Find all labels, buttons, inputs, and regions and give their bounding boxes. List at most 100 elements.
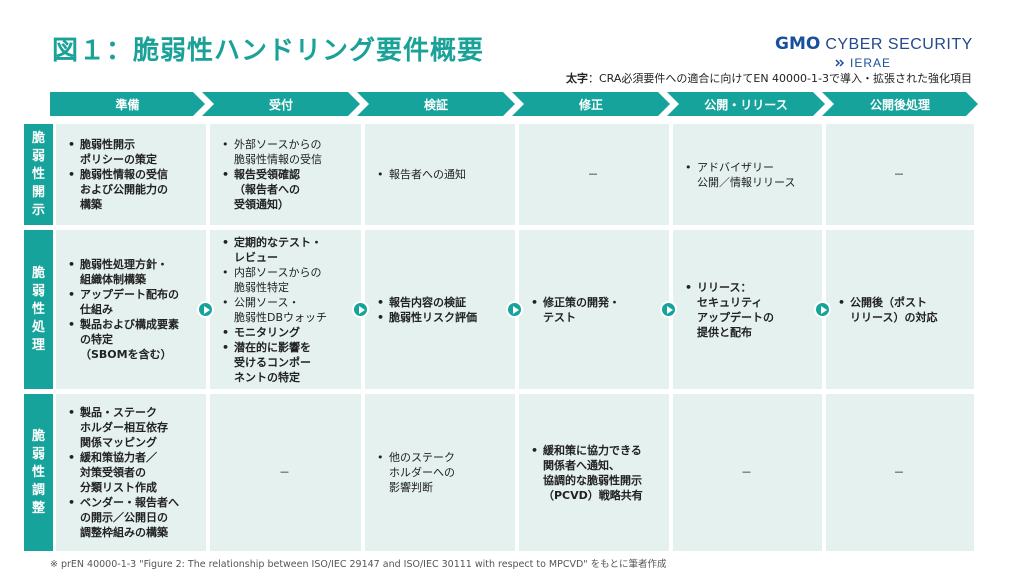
cell-handling-2: 報告内容の検証脆弱性リスク評価: [365, 230, 515, 389]
empty-dash: －: [279, 466, 290, 479]
requirement-item: 潜在的に影響を 受けるコンポー ネントの特定: [220, 340, 355, 385]
requirement-list: 修正策の開発・ テスト: [529, 295, 663, 325]
cell-coordination-0: 製品・ステーク ホルダー相互依存 関係マッピング緩和策協力者／ 対策受領者の 分…: [56, 394, 206, 551]
requirement-item: 公開後（ポスト リリース）の対応: [836, 295, 968, 325]
row-label-handling: 脆弱性処理: [24, 230, 53, 389]
phase-verify: 検証: [357, 92, 515, 116]
requirement-list: リリース： セキュリティ アップデートの 提供と配布: [683, 280, 816, 340]
flow-arrow-icon: [506, 301, 523, 318]
row-label-char: 性: [31, 301, 45, 317]
phase-fix: 修正: [512, 92, 670, 116]
requirement-item: 脆弱性処理方針・ 組織体制構築: [66, 257, 200, 287]
legend-bold-label: 太字: [565, 72, 588, 85]
row-label-char: 開: [31, 184, 45, 200]
requirement-item: リリース： セキュリティ アップデートの 提供と配布: [683, 280, 816, 340]
logo-name: CYBER SECURITY: [825, 36, 973, 53]
row-label-char: 性: [31, 166, 45, 182]
row-label-char: 弱: [31, 446, 45, 462]
row-label-char: 処: [31, 319, 45, 335]
requirement-item: 外部ソースからの 脆弱性情報の受信: [220, 137, 355, 167]
cell-disclosure-3: －: [519, 124, 669, 225]
cell-coordination-1: －: [210, 394, 361, 551]
flow-arrow-icon: [660, 301, 677, 318]
requirement-item: 報告者への通知: [375, 167, 509, 182]
requirement-item: 内部ソースからの 脆弱性特定: [220, 265, 355, 295]
row-label-disclosure: 脆弱性開示: [24, 124, 53, 225]
cell-handling-4: リリース： セキュリティ アップデートの 提供と配布: [673, 230, 822, 389]
cell-handling-0: 脆弱性処理方針・ 組織体制構築アップデート配布の 仕組み製品および構成要素 の特…: [56, 230, 206, 389]
cell-disclosure-4: アドバイザリー 公開／情報リリース: [673, 124, 822, 225]
logo-brand: GMO: [775, 34, 821, 54]
requirement-item: ベンダー・報告者へ の開示／公開日の 調整枠組みの構築: [66, 495, 200, 540]
row-label-char: 脆: [31, 130, 45, 146]
phase-release: 公開・リリース: [667, 92, 825, 116]
requirement-item: アドバイザリー 公開／情報リリース: [683, 160, 816, 190]
cell-disclosure-0: 脆弱性開示 ポリシーの策定脆弱性情報の受信 および公開能力の 構築: [56, 124, 206, 225]
requirement-item: 脆弱性情報の受信 および公開能力の 構築: [66, 167, 200, 212]
requirement-item: 製品および構成要素 の特定 （SBOMを含む）: [66, 317, 200, 362]
requirement-item: 報告内容の検証: [375, 295, 509, 310]
legend-text: ：CRA必須要件への適合に向けてEN 40000-1-3で導入・拡張された強化項…: [587, 72, 972, 85]
requirement-list: 報告内容の検証脆弱性リスク評価: [375, 295, 509, 325]
requirement-list: 緩和策に協力できる 関係者へ通知、 協調的な脆弱性開示 （PCVD）戦略共有: [529, 443, 663, 503]
row-label-coordination: 脆弱性調整: [24, 394, 53, 551]
logo-sub: IERAE: [850, 56, 892, 70]
empty-dash: －: [893, 466, 905, 479]
requirement-item: アップデート配布の 仕組み: [66, 287, 200, 317]
row-label-char: 脆: [31, 265, 45, 281]
cell-coordination-5: －: [826, 394, 974, 551]
flow-arrow-icon: [352, 301, 369, 318]
requirement-list: 脆弱性処理方針・ 組織体制構築アップデート配布の 仕組み製品および構成要素 の特…: [66, 257, 200, 362]
requirement-item: 脆弱性リスク評価: [375, 310, 509, 325]
cell-disclosure-5: －: [826, 124, 974, 225]
cell-handling-1: 定期的なテスト・ レビュー内部ソースからの 脆弱性特定公開ソース・ 脆弱性DBウ…: [210, 230, 361, 389]
empty-dash: －: [741, 466, 752, 479]
phase-prepare: 準備: [50, 92, 205, 116]
requirement-list: アドバイザリー 公開／情報リリース: [683, 160, 816, 190]
requirement-item: 緩和策協力者／ 対策受領者の 分類リスト作成: [66, 450, 200, 495]
row-label-char: 弱: [31, 283, 45, 299]
phase-header-row: 準備 受付 検証 修正 公開・リリース 公開後処理: [50, 92, 978, 116]
footnote: ※ prEN 40000-1-3 "Figure 2: The relation…: [50, 559, 667, 570]
requirement-list: 外部ソースからの 脆弱性情報の受信報告受領確認 （報告者への 受領通知）: [220, 137, 355, 212]
row-label-char: 脆: [31, 428, 45, 444]
cell-coordination-3: 緩和策に協力できる 関係者へ通知、 協調的な脆弱性開示 （PCVD）戦略共有: [519, 394, 669, 551]
flow-arrow-icon: [197, 301, 214, 318]
requirement-list: 他のステーク ホルダーへの 影響判断: [375, 450, 509, 495]
flow-arrow-icon: [814, 301, 831, 318]
cell-coordination-2: 他のステーク ホルダーへの 影響判断: [365, 394, 515, 551]
cell-coordination-4: －: [673, 394, 822, 551]
phase-receive: 受付: [202, 92, 360, 116]
row-label-char: 示: [31, 202, 45, 218]
requirement-item: 公開ソース・ 脆弱性DBウォッチ: [220, 295, 355, 325]
row-label-char: 調: [31, 482, 45, 498]
requirement-list: 公開後（ポスト リリース）の対応: [836, 295, 968, 325]
requirement-list: 脆弱性開示 ポリシーの策定脆弱性情報の受信 および公開能力の 構築: [66, 137, 200, 212]
phase-post-release: 公開後処理: [822, 92, 978, 116]
requirement-item: 修正策の開発・ テスト: [529, 295, 663, 325]
requirement-list: 製品・ステーク ホルダー相互依存 関係マッピング緩和策協力者／ 対策受領者の 分…: [66, 405, 200, 540]
row-label-char: 弱: [31, 148, 45, 164]
logo-mark-icon: [835, 59, 845, 67]
requirement-list: 定期的なテスト・ レビュー内部ソースからの 脆弱性特定公開ソース・ 脆弱性DBウ…: [220, 235, 355, 385]
cell-handling-5: 公開後（ポスト リリース）の対応: [826, 230, 974, 389]
row-label-char: 整: [31, 500, 45, 516]
requirement-item: 定期的なテスト・ レビュー: [220, 235, 355, 265]
requirement-item: モニタリング: [220, 325, 355, 340]
requirement-item: 製品・ステーク ホルダー相互依存 関係マッピング: [66, 405, 200, 450]
row-label-char: 理: [31, 337, 45, 353]
requirement-list: 報告者への通知: [375, 167, 509, 182]
legend-note: 太字：CRA必須要件への適合に向けてEN 40000-1-3で導入・拡張された強…: [566, 70, 972, 86]
page-title: 図１：脆弱性ハンドリング要件概要: [52, 36, 485, 66]
cell-disclosure-1: 外部ソースからの 脆弱性情報の受信報告受領確認 （報告者への 受領通知）: [210, 124, 361, 225]
company-logo: GMO CYBER SECURITY IERAE: [775, 34, 980, 70]
cell-handling-3: 修正策の開発・ テスト: [519, 230, 669, 389]
requirement-item: 他のステーク ホルダーへの 影響判断: [375, 450, 509, 495]
requirement-item: 緩和策に協力できる 関係者へ通知、 協調的な脆弱性開示 （PCVD）戦略共有: [529, 443, 663, 503]
row-label-char: 性: [31, 464, 45, 480]
empty-dash: －: [587, 168, 599, 181]
empty-dash: －: [893, 168, 905, 181]
cell-disclosure-2: 報告者への通知: [365, 124, 515, 225]
requirement-item: 報告受領確認 （報告者への 受領通知）: [220, 167, 355, 212]
requirement-item: 脆弱性開示 ポリシーの策定: [66, 137, 200, 167]
